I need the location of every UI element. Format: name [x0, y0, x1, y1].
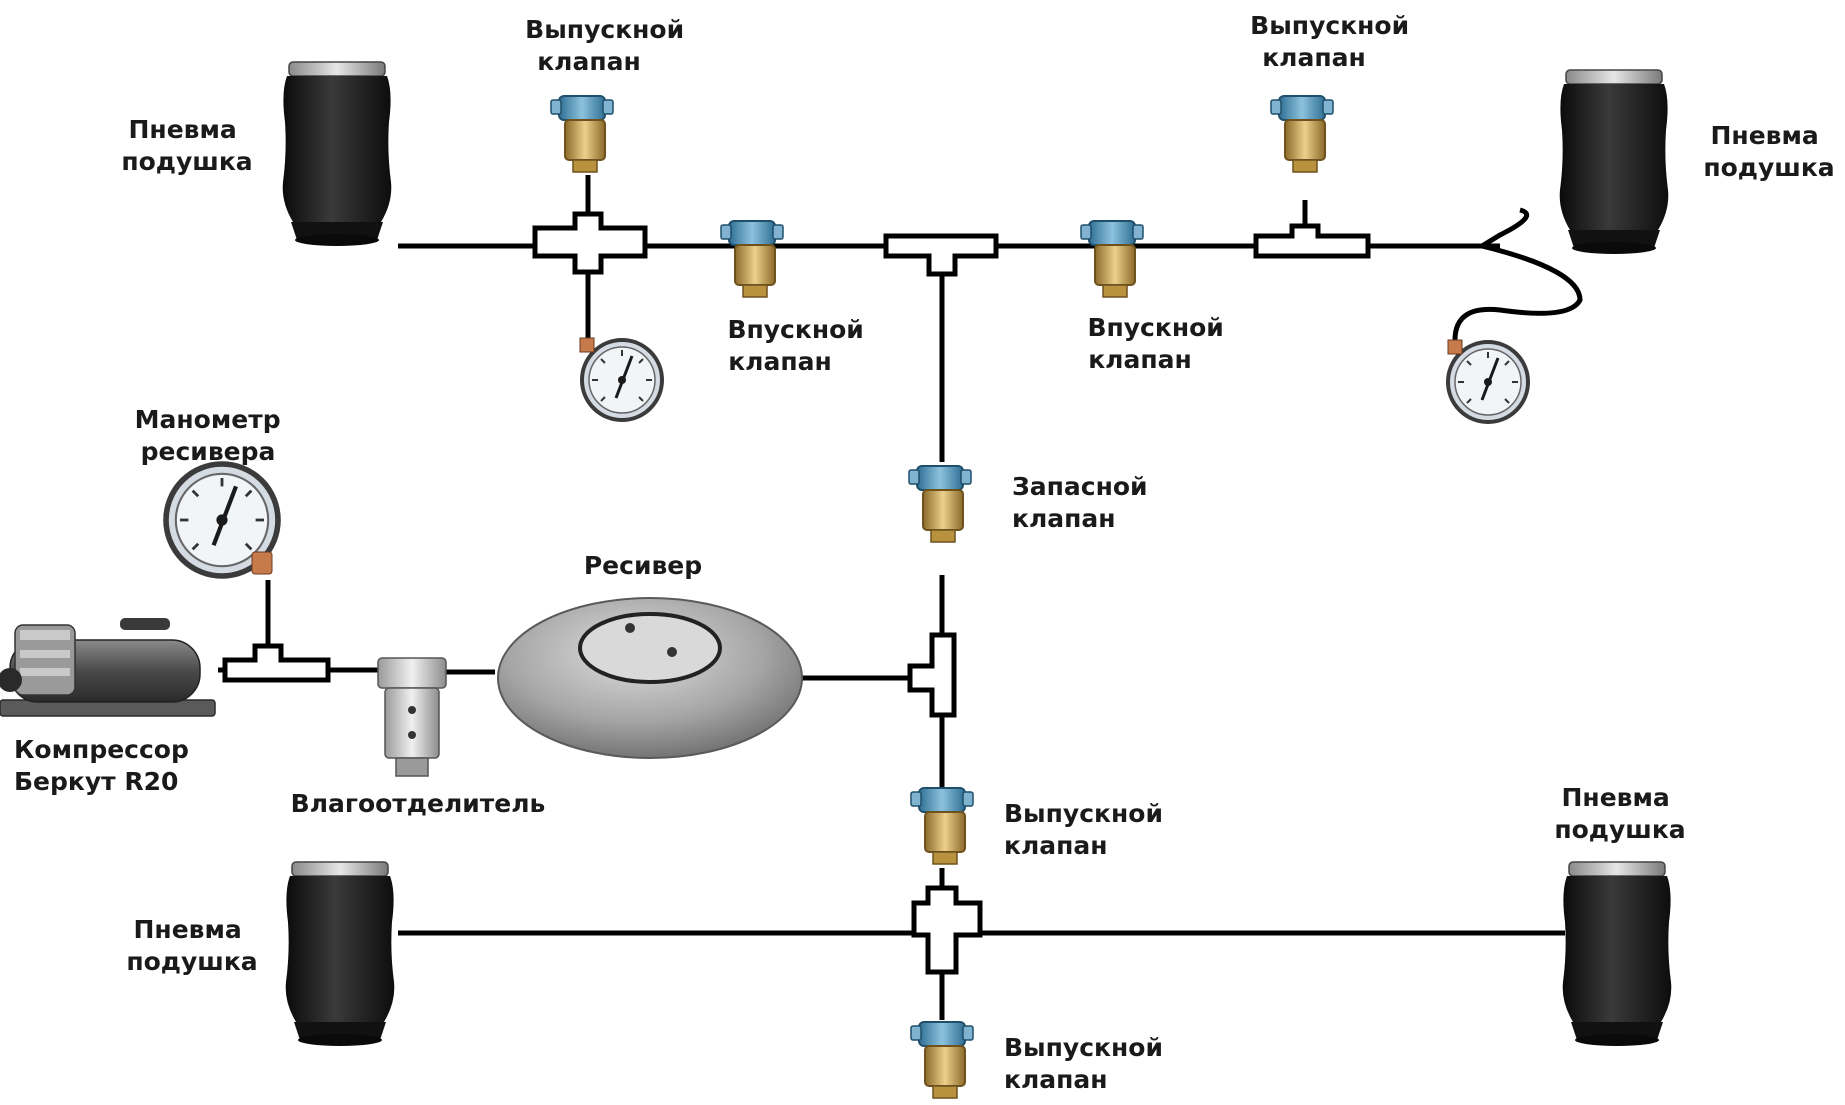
tee-fitting-top-right [1253, 223, 1371, 259]
solenoid-valve-icon [1270, 95, 1334, 173]
tee-fitting-top-center [883, 233, 999, 277]
label-airbag-bottom-left: Пневма подушка [126, 915, 257, 976]
solenoid-valve-icon [1080, 220, 1144, 298]
label-exhaust-valve-top-left: Выпускной клапан [525, 15, 693, 76]
label-receiver-gauge: Манометр ресивера [135, 405, 290, 466]
label-exhaust-valve-middle: Выпускной клапан [1004, 799, 1172, 860]
gauge-fitting [1447, 339, 1463, 355]
label-airbag-top-right: Пневма подушка [1703, 121, 1834, 182]
cross-fitting-top-left [532, 211, 648, 275]
receiver-tank-icon [497, 597, 803, 759]
label-exhaust-valve-bottom: Выпускной клапан [1004, 1033, 1172, 1094]
right-gauge-hose [1452, 243, 1583, 341]
gauge-fitting [579, 337, 595, 353]
solenoid-valve-icon [550, 95, 614, 173]
cross-fitting-bottom [911, 885, 983, 975]
tee-fitting-compressor [222, 643, 331, 683]
right-split-pipe [1480, 207, 1530, 249]
pipe-network [218, 175, 1583, 1020]
airbag-icon [284, 861, 396, 1047]
label-spare-valve: Запасной клапан [1012, 472, 1156, 533]
gauge-fitting [251, 551, 273, 575]
solenoid-valve-icon [908, 465, 972, 543]
label-water-separator: Влагоотделитель [291, 789, 546, 818]
label-airbag-top-left: Пневма подушка [121, 115, 252, 176]
label-intake-valve-right: Впускной клапан [1087, 313, 1232, 374]
water-separator-icon [377, 657, 447, 777]
solenoid-valve-icon [910, 787, 974, 865]
solenoid-valve-icon [720, 220, 784, 298]
label-airbag-bottom-right: Пневма подушка [1554, 783, 1685, 844]
airbag-icon [1561, 861, 1673, 1047]
solenoid-valve-icon [910, 1021, 974, 1099]
compressor-icon [0, 618, 216, 717]
label-exhaust-valve-top-right: Выпускной клапан [1250, 11, 1418, 72]
labels: Пневма подушка Выпускной клапан Выпускно… [14, 11, 1835, 1094]
label-intake-valve-left: Впускной клапан [727, 315, 872, 376]
tee-fitting-receiver [907, 632, 957, 718]
label-receiver: Ресивер [584, 551, 702, 580]
airbag-icon [281, 61, 393, 247]
fittings [222, 211, 1371, 975]
airbag-icon [1558, 69, 1670, 255]
label-compressor: Компрессор Беркут R20 [14, 735, 198, 796]
